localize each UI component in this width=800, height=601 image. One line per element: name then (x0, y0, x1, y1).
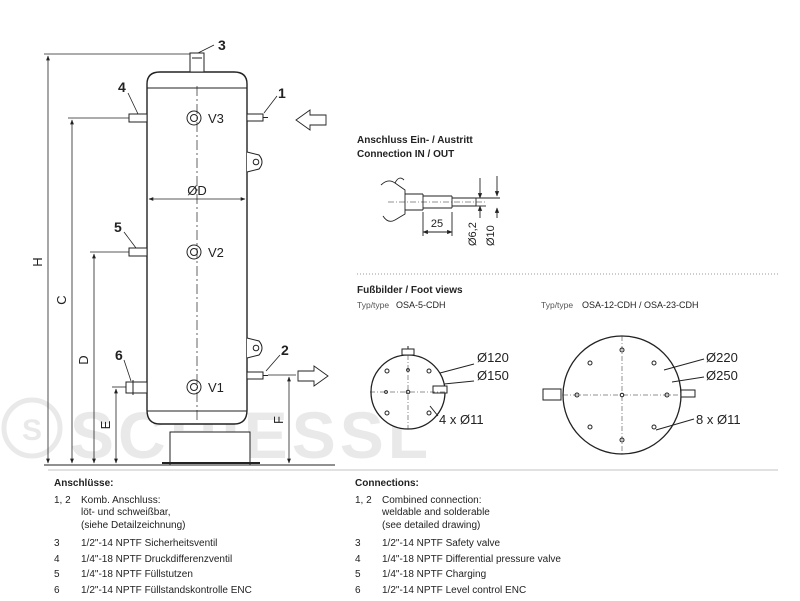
foot-type-right: OSA-12-CDH / OSA-23-CDH (582, 300, 699, 310)
foot-small-d150: Ø150 (477, 368, 509, 383)
legend-english-text: 1/2"-14 NPTF Safety valve (382, 537, 501, 549)
legend-german-row: 4 1/4"-18 NPTF Druckdifferenzventil (54, 554, 344, 567)
foot-large-d250: Ø250 (706, 368, 738, 383)
foot-small-d120: Ø120 (477, 350, 509, 365)
legend-german-text: 1/4"-18 NPTF Druckdifferenzventil (81, 553, 233, 565)
legend-german-num: 3 (54, 537, 60, 549)
legend-german-num: 1, 2 (54, 494, 71, 506)
dim-f-label: F (271, 416, 286, 424)
dim-d-label: D (76, 355, 91, 364)
foot-large-holes: 8 x Ø11 (696, 412, 741, 427)
connection-dim-25: 25 (431, 218, 443, 230)
flow-in-arrow (295, 109, 327, 131)
height-dimensions (44, 53, 296, 464)
foot-small-holes: 4 x Ø11 (439, 412, 484, 427)
legend-english-row: 3 1/2"-14 NPTF Safety valve (355, 538, 775, 551)
connection-dim-d62: Ø6,2 (467, 222, 479, 246)
receiver-vessel (125, 52, 268, 466)
legend-german-row: 1, 2 Komb. Anschluss: löt- und schweißba… (54, 495, 344, 533)
foot-type-prefix-left: Typ/type (357, 300, 389, 310)
legend-english-row: 6 1/2"-14 NPTF Level control ENC (355, 585, 775, 598)
dim-c-label: C (54, 295, 69, 304)
legend-german-text: 1/2"-14 NPTF Sicherheitsventil (81, 537, 218, 549)
legend-english-header: Connections: (355, 478, 419, 489)
legend-german-num: 5 (54, 569, 60, 581)
foot-type-prefix-right: Typ/type (541, 300, 573, 310)
foot-type-left: OSA-5-CDH (396, 300, 446, 310)
label-v3: V3 (208, 111, 224, 126)
diameter-dimension: ØD (148, 183, 246, 201)
legend-english-text: 1/4"-18 NPTF Charging (382, 569, 487, 581)
legend-english-num: 6 (355, 584, 361, 596)
legend-german-header: Anschlüsse: (54, 478, 114, 489)
callout-2: 2 (281, 342, 289, 358)
legend-german-text: Komb. Anschluss: löt- und schweißbar, (s… (81, 494, 186, 532)
position-callouts (123, 44, 281, 382)
callout-4: 4 (118, 79, 126, 95)
connection-title-de: Anschluss Ein- / Austritt (357, 135, 473, 146)
legend-english-num: 1, 2 (355, 494, 372, 506)
flow-out-arrow (297, 365, 329, 387)
legend-german-row: 3 1/2"-14 NPTF Sicherheitsventil (54, 538, 344, 551)
foot-view-small (370, 346, 475, 430)
legend-english-text: 1/4"-18 NPTF Differential pressure valve (382, 553, 561, 565)
label-v2: V2 (208, 245, 224, 260)
legend-german-text: 1/2"-14 NPTF Füllstandskontrolle ENC (81, 584, 252, 596)
legend-german: Anschlüsse: 1, 2 Komb. Anschluss: löt- u… (54, 478, 344, 598)
legend-english-num: 3 (355, 537, 361, 549)
dim-h-label: H (30, 257, 45, 266)
legend-english: Connections: 1, 2 Combined connection: w… (355, 478, 775, 598)
diameter-label: ØD (187, 183, 207, 198)
dim-e-label: E (98, 420, 113, 429)
foot-views-title: Fußbilder / Foot views (357, 285, 463, 296)
legend-german-row: 5 1/4"-18 NPTF Füllstutzen (54, 569, 344, 582)
legend-german-num: 6 (54, 584, 60, 596)
callout-1: 1 (278, 85, 286, 101)
callout-5: 5 (114, 219, 122, 235)
connection-dim-d10: Ø10 (485, 225, 497, 246)
callout-6: 6 (115, 347, 123, 363)
legend-german-text: 1/4"-18 NPTF Füllstutzen (81, 569, 193, 581)
legend-german-num: 4 (54, 553, 60, 565)
foot-view-large (542, 335, 705, 455)
legend-english-text: Combined connection: weldable and solder… (382, 494, 490, 532)
legend-english-num: 5 (355, 569, 361, 581)
legend-english-row: 4 1/4"-18 NPTF Differential pressure val… (355, 554, 775, 567)
legend-english-row: 1, 2 Combined connection: weldable and s… (355, 495, 775, 533)
svg-text:S: S (22, 414, 42, 447)
legend-english-num: 4 (355, 553, 361, 565)
label-v1: V1 (208, 380, 224, 395)
callout-3: 3 (218, 37, 226, 53)
foot-large-d220: Ø220 (706, 350, 738, 365)
connection-title-en: Connection IN / OUT (357, 149, 454, 160)
legend-english-row: 5 1/4"-18 NPTF Charging (355, 569, 775, 582)
legend-english-text: 1/2"-14 NPTF Level control ENC (382, 584, 527, 596)
legend-german-row: 6 1/2"-14 NPTF Füllstandskontrolle ENC (54, 585, 344, 598)
connection-detail-drawing (380, 176, 500, 236)
